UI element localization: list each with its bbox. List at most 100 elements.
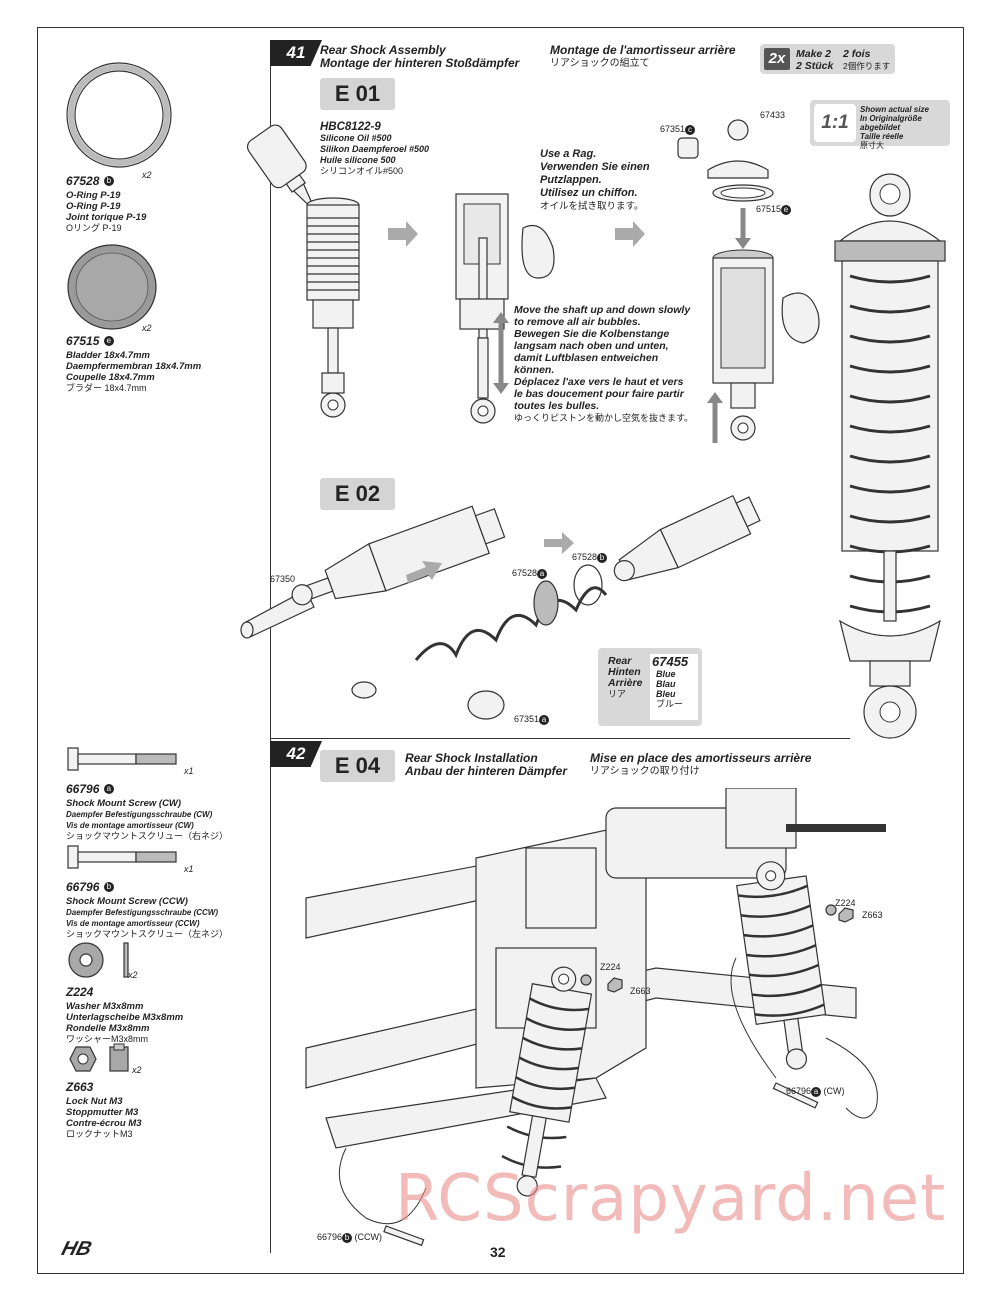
scale-box: 1:1 Shown actual size In Originalgröße a… <box>810 100 950 150</box>
part-name-jp: ショックマウントスクリュー（右ネジ） <box>66 831 229 841</box>
part-67515e: 67515 e Bladder 18x4.7mm Daempfermembran… <box>66 332 256 394</box>
part-badge: e <box>781 204 792 215</box>
step42-title-fr: Mise en place des amortisseurs arrière リ… <box>590 752 811 778</box>
part-66796b: 66796 b Shock Mount Screw (CCW) Daempfer… <box>66 878 266 940</box>
title-en: Rear Shock Assembly <box>320 43 446 57</box>
part-qty: x1 <box>184 766 194 776</box>
part-qty: x2 <box>142 323 152 333</box>
title-jp: リアショックの組立て <box>550 58 650 69</box>
part-badge: b <box>103 175 114 186</box>
callout-z224-right: Z224 <box>835 898 856 908</box>
title-jp: リアショックの取り付け <box>590 766 700 777</box>
e02-label: E 02 <box>320 478 395 510</box>
washer-illustration <box>68 942 129 978</box>
step42-title: Rear Shock Installation Anbau der hinter… <box>405 752 567 778</box>
oil-de: Silikon Daempferoel #500 <box>320 144 430 154</box>
rag-de1: Verwenden Sie einen <box>540 161 650 173</box>
part-number: 66796 <box>786 1086 812 1096</box>
part-qty: x1 <box>184 864 194 874</box>
part-badge: b <box>597 552 608 563</box>
chassis-drawing <box>305 788 886 1247</box>
part-name-de: Daempfer Befestigungsschraube (CW) <box>66 810 213 819</box>
part-number: Z224 <box>66 985 94 999</box>
rag-fr: Utilisez un chiffon. <box>540 187 638 199</box>
part-badge: b <box>342 1232 353 1243</box>
title-fr: Mise en place des amortisseurs arrière <box>590 751 812 765</box>
part-name-jp: ブラダー 18x4.7mm <box>66 383 147 393</box>
e04-label: E 04 <box>320 750 395 782</box>
shaft-de4: können. <box>514 364 555 376</box>
spring-rear-en: Rear <box>608 655 632 667</box>
screw-cw-illustration <box>67 747 177 771</box>
title-fr: Montage de l'amortisseur arrière <box>550 43 736 57</box>
e01-label: E 01 <box>320 78 395 110</box>
locknut-illustration <box>69 1043 129 1072</box>
make-fr: 2 fois <box>843 48 871 60</box>
part-qty: x2 <box>128 970 138 980</box>
part-number: 66796 <box>317 1232 343 1242</box>
part-qty: x2 <box>142 170 152 180</box>
part-qty: x2 <box>132 1065 142 1075</box>
screw-direction: (CCW) <box>354 1232 383 1242</box>
part-66796a: 66796 a Shock Mount Screw (CW) Daempfer … <box>66 780 266 842</box>
shaft-note: Move the shaft up and down slowly to rem… <box>514 304 693 424</box>
spring-color-fr: Bleu <box>656 689 676 699</box>
callout-67350: 67350 <box>270 574 296 584</box>
full-size-shock <box>834 173 946 739</box>
part-number: 67515 <box>756 204 782 214</box>
part-name-en: Lock Nut M3 <box>66 1096 123 1107</box>
part-name-en: Shock Mount Screw (CCW) <box>66 896 188 907</box>
part-badge: b <box>103 881 114 892</box>
part-name-de: O-Ring P-19 <box>66 201 121 212</box>
rag-de2: Putzlappen. <box>540 174 602 186</box>
part-67528b: 67528 b O-Ring P-19 O-Ring P-19 Joint to… <box>66 172 246 234</box>
scale-jp: 原寸大 <box>860 141 884 150</box>
column-divider <box>270 40 271 738</box>
oil-callout: HBC8122-9 Silicone Oil #500 Silikon Daem… <box>320 121 430 177</box>
oring-illustration <box>66 62 172 168</box>
part-number: 67528 <box>512 568 538 578</box>
spring-color-jp: ブルー <box>656 699 684 709</box>
section-divider <box>270 738 850 739</box>
part-name-fr: Rondelle M3x8mm <box>66 1023 150 1034</box>
part-name-fr: Vis de montage amortisseur (CCW) <box>66 919 200 928</box>
scale-label: 1:1 <box>814 104 856 142</box>
step41-title-fr: Montage de l'amortisseur arrière リアショックの… <box>550 44 736 70</box>
title-de: Anbau der hinteren Dämpfer <box>405 764 568 778</box>
column-divider-lower <box>270 738 271 1253</box>
rag-note: Use a Rag. Verwenden Sie einen Putzlappe… <box>540 148 650 213</box>
brand-logo: HB <box>59 1238 94 1260</box>
part-name-de: Stoppmutter M3 <box>66 1107 139 1118</box>
part-badge: a <box>537 568 548 579</box>
part-name-fr: Contre-écrou M3 <box>66 1118 142 1129</box>
screw-ccw-illustration <box>67 845 177 869</box>
shaft-fr3: toutes les bulles. <box>514 400 600 412</box>
part-name-jp: ショックマウントスクリュー（左ネジ） <box>66 929 229 939</box>
part-number: 67528 <box>66 174 100 188</box>
make-jp: 2個作ります <box>843 61 891 71</box>
part-badge: a <box>103 783 114 794</box>
watermark: RCScrapyard.net <box>395 1162 947 1236</box>
bladder-illustration <box>67 244 157 330</box>
part-badge: c <box>685 124 696 135</box>
spring-color-en: Blue <box>656 669 676 679</box>
make-count: 2x <box>764 48 790 70</box>
part-name-fr: Vis de montage amortisseur (CW) <box>66 821 194 830</box>
part-badge: e <box>103 335 114 346</box>
part-name-en: Washer M3x8mm <box>66 1001 144 1012</box>
scale-de: In Originalgröße abgebildet <box>860 114 922 132</box>
shaft-de1: Bewegen Sie die Kolbenstange <box>514 328 670 340</box>
screw-direction: (CW) <box>823 1086 845 1096</box>
shaft-fr2: le bas doucement pour faire partir <box>514 388 684 400</box>
rag-en: Use a Rag. <box>540 148 597 160</box>
part-badge: a <box>539 714 550 725</box>
callout-z224-left: Z224 <box>600 962 621 972</box>
part-name-fr: Joint torique P-19 <box>66 212 147 223</box>
page-number: 32 <box>490 1244 506 1260</box>
spring-rear-de: Hinten <box>608 666 641 678</box>
part-name-jp: ロックナットM3 <box>66 1129 133 1139</box>
callout-z663-left: Z663 <box>630 986 651 996</box>
